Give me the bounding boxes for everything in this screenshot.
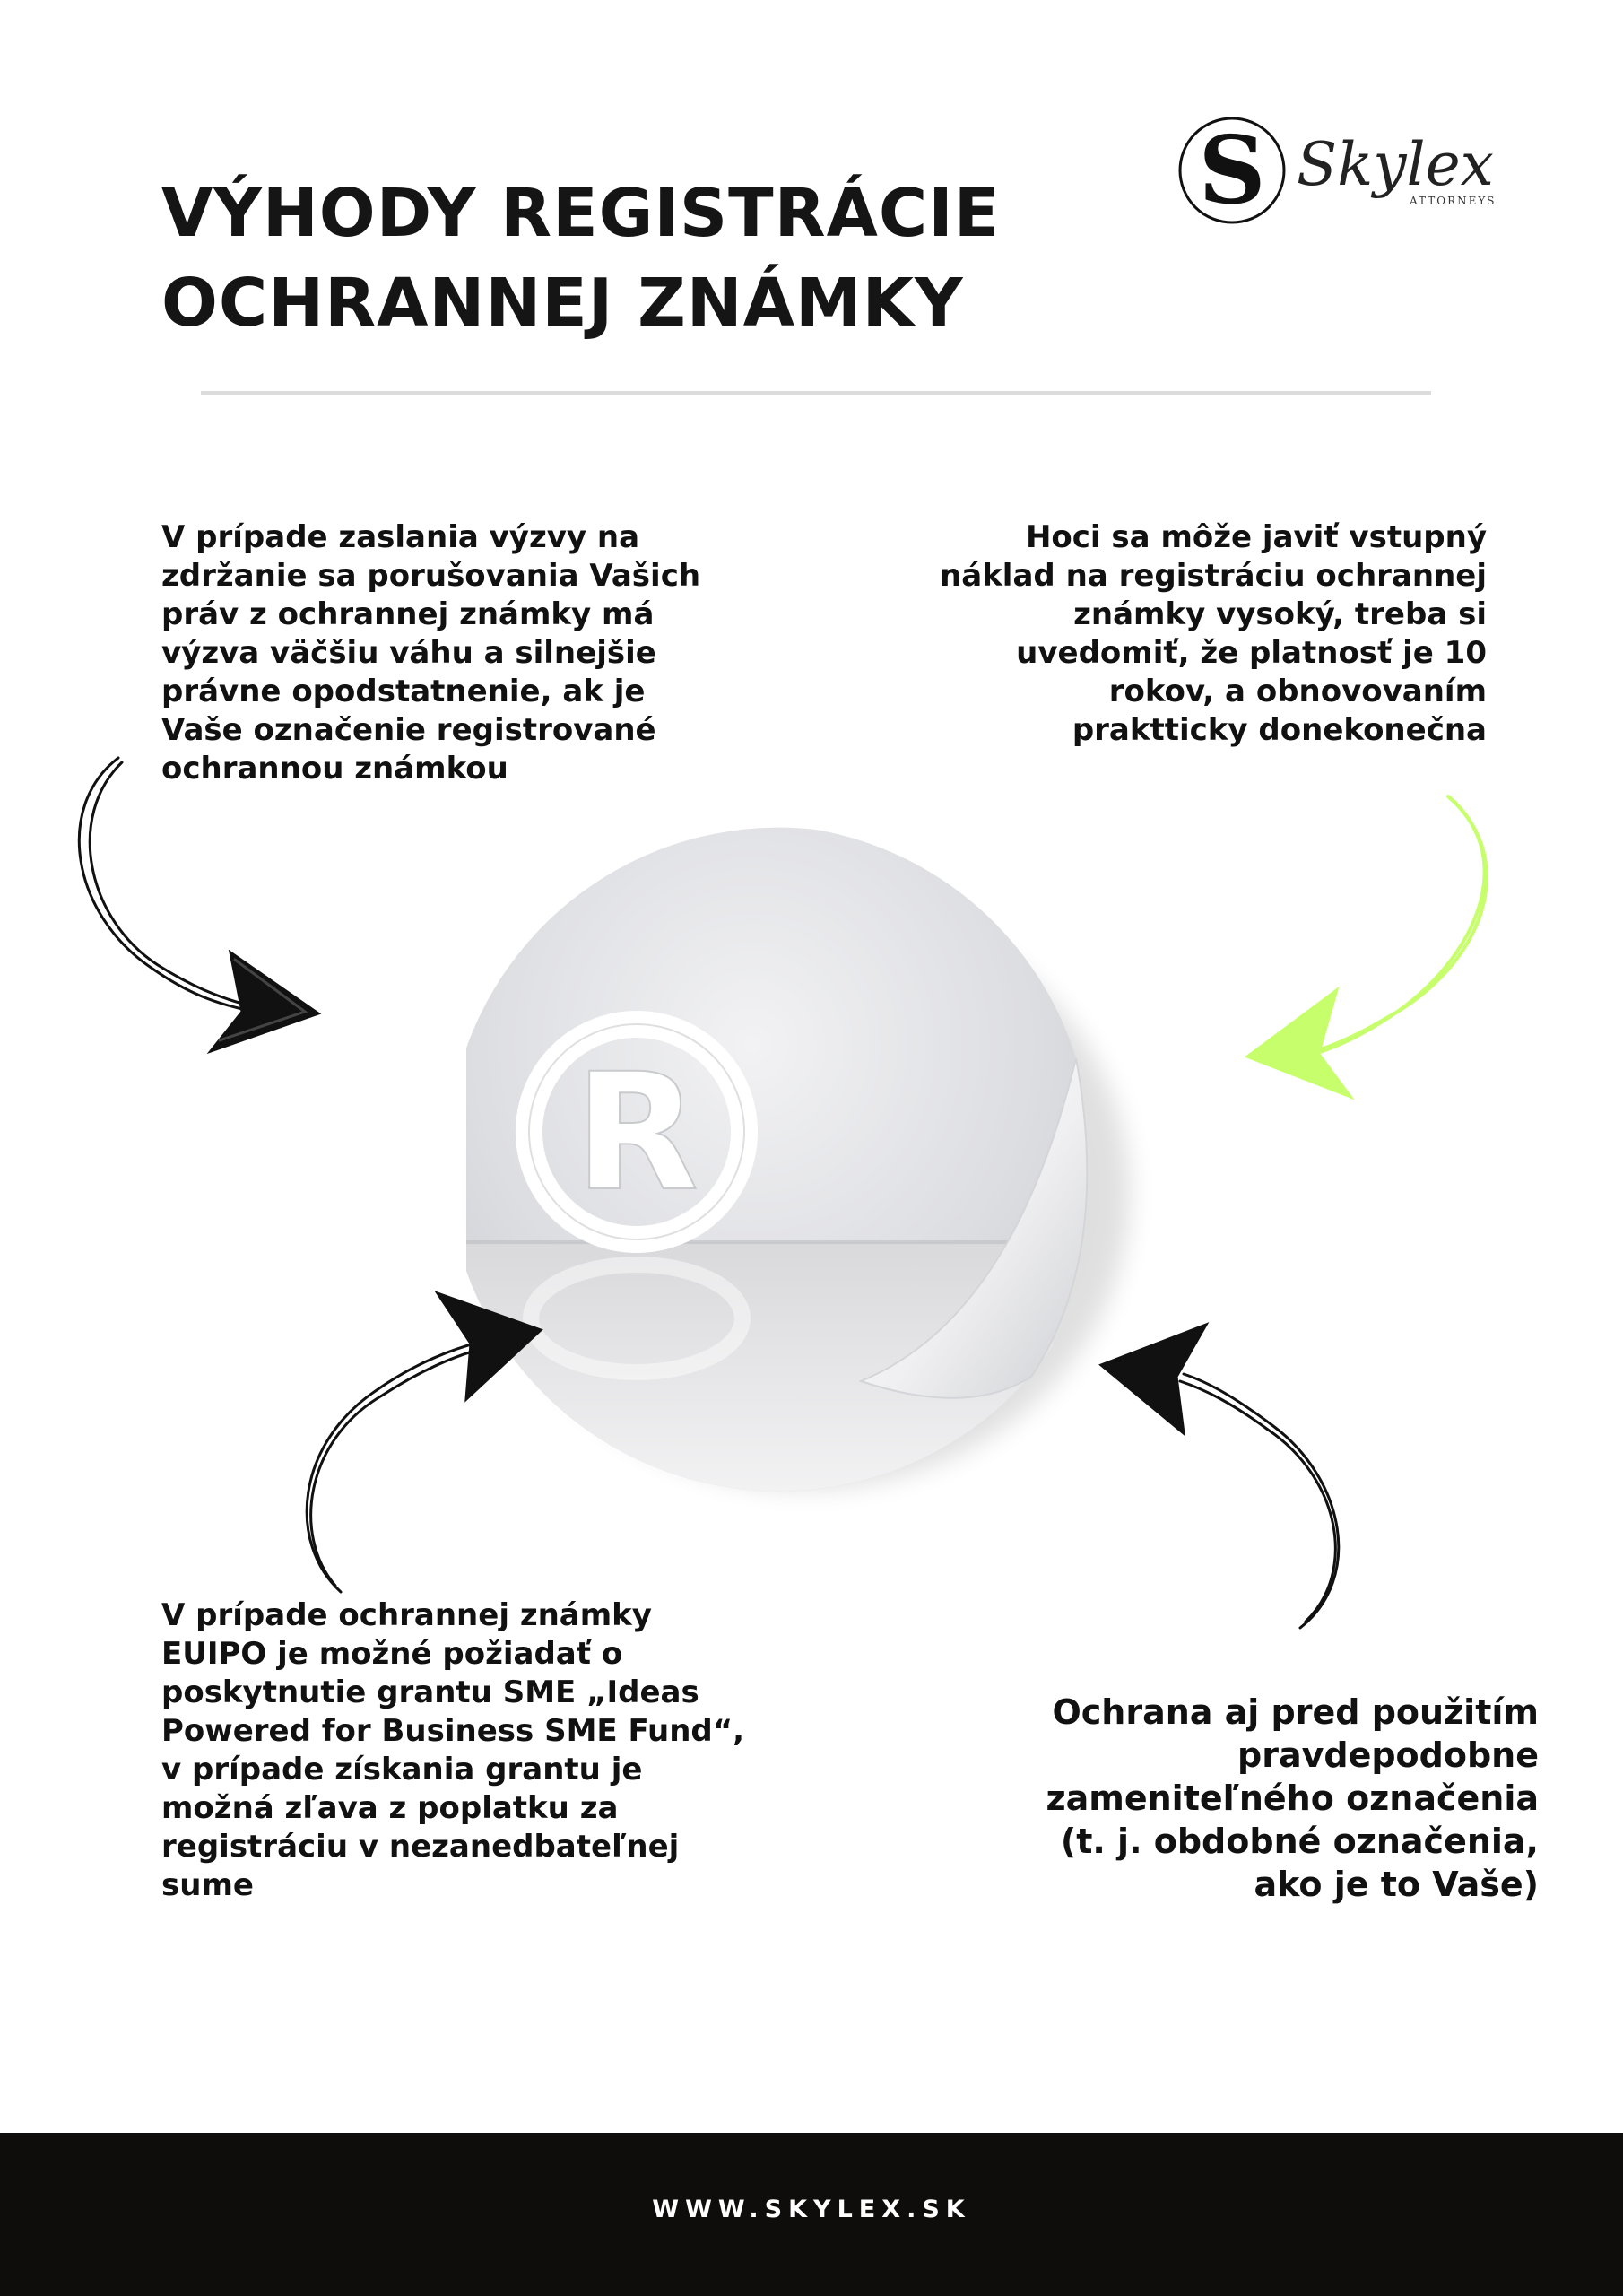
benefit-line: zdržanie sa porušovania Vašich (161, 558, 701, 594)
sticker-curl (858, 1057, 1089, 1399)
benefit-line: sume (161, 1867, 254, 1903)
benefit-line: V prípade ochrannej známky (161, 1597, 652, 1633)
logo-wordmark: Skylex (1297, 130, 1494, 199)
benefit-line: zameniteľného označenia (1046, 1779, 1539, 1818)
benefit-line: poskytnutie grantu SME „Ideas (161, 1674, 699, 1710)
benefit-line: rokov, a obnovovaním (1108, 674, 1487, 709)
benefit-line: pravdepodobne (1237, 1735, 1539, 1775)
page-title-line-2: OCHRANNEJ ZNÁMKY (161, 265, 964, 342)
benefit-line: Ochrana aj pred použitím (1052, 1692, 1539, 1732)
benefit-line: praktticky donekonečna (1072, 712, 1487, 748)
registered-letter: R (575, 1039, 699, 1227)
benefit-line: Vaše označenie registrované (161, 712, 656, 748)
arrow-top-right (1244, 795, 1488, 1100)
benefit-line: Powered for Business SME Fund“, (161, 1713, 745, 1749)
illustration-layer: R (77, 756, 1488, 1630)
benefit-line: registráciu v nezanedbateľnej (161, 1829, 680, 1865)
benefit-line: ochrannou známkou (161, 751, 508, 787)
arrow-bottom-right (1098, 1322, 1341, 1630)
logo-monogram: S (1198, 115, 1265, 225)
benefit-top-left: V prípade zaslania výzvy na zdržanie sa … (161, 518, 717, 788)
benefit-line: práv z ochrannej známky má (161, 596, 655, 632)
skylex-logo: S Skylex ATTORNEYS (1178, 115, 1497, 225)
benefit-bottom-left: V prípade ochrannej známky EUIPO je možn… (161, 1596, 753, 1905)
benefit-line: Hoci sa môže javiť vstupný (1025, 519, 1487, 555)
registered-symbol: R (516, 1011, 758, 1380)
benefit-line: výzva väčšiu váhu a silnejšie (161, 635, 656, 671)
benefit-line: známky vysoký, treba si (1073, 596, 1487, 632)
footer-website-link[interactable]: WWW.SKYLEX.SK (652, 2196, 971, 2223)
benefit-line: možná zľava z poplatku za (161, 1790, 619, 1826)
benefit-line: právne opodstatnenie, ak je (161, 674, 646, 709)
header-divider (201, 391, 1431, 395)
footer-bar: WWW.SKYLEX.SK (0, 2133, 1623, 2296)
registered-sticker-image: R (466, 827, 1130, 1492)
benefit-line: V prípade zaslania výzvy na (161, 519, 640, 555)
benefit-line: v prípade získania grantu je (161, 1752, 643, 1787)
page-title: VÝHODY REGISTRÁCIE OCHRANNEJ ZNÁMKY (161, 169, 1000, 348)
logo-tagline: ATTORNEYS (1409, 195, 1497, 207)
benefit-top-right: Hoci sa môže javiť vstupný náklad na reg… (906, 518, 1487, 750)
page-title-line-1: VÝHODY REGISTRÁCIE (161, 175, 1001, 252)
benefit-line: EUIPO je možné požiadať o (161, 1636, 623, 1672)
benefit-line: (t. j. obdobné označenia, (1060, 1822, 1539, 1861)
arrow-top-left (77, 756, 322, 1055)
logo-circle (1178, 117, 1286, 224)
benefit-line: ako je to Vaše) (1254, 1865, 1540, 1904)
arrow-bottom-left (305, 1291, 543, 1594)
benefit-line: uvedomiť, že platnosť je 10 (1016, 635, 1487, 671)
benefit-line: náklad na registráciu ochrannej (940, 558, 1487, 594)
benefit-bottom-right: Ochrana aj pred použitím pravdepodobne z… (1013, 1691, 1539, 1906)
